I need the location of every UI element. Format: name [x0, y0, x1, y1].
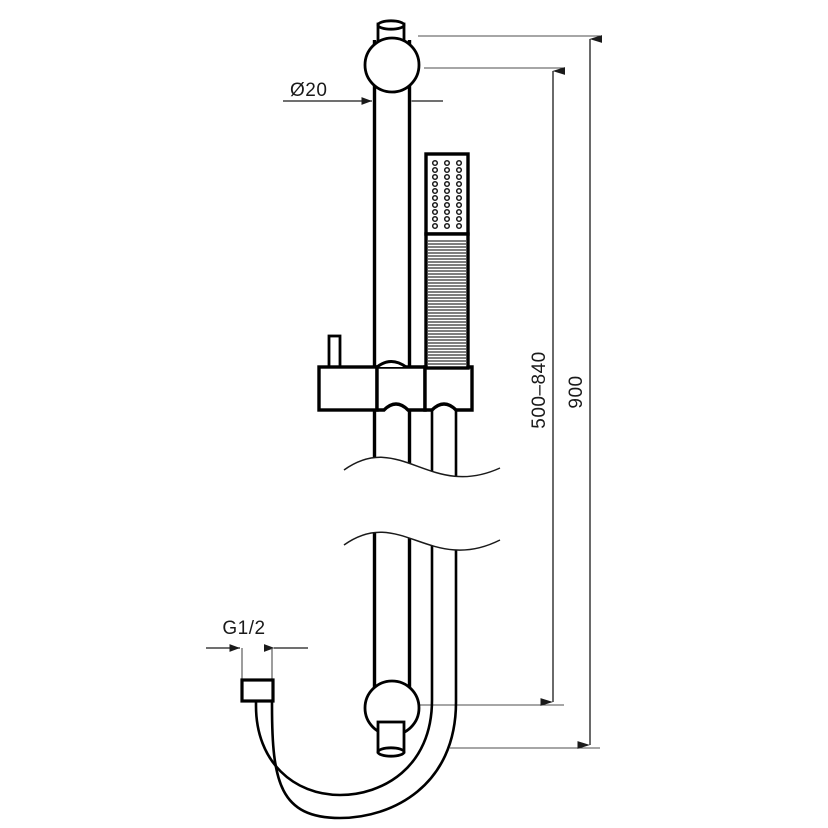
dim-label-overall-height: 900 [566, 375, 587, 408]
bottom-cap-rim [376, 746, 406, 758]
dim-label-hose-thread: G1/2 [222, 618, 265, 639]
top-ball-joint [363, 36, 421, 94]
spray-nozzles [431, 159, 463, 230]
hose [254, 393, 458, 820]
top-ball-bracket [363, 36, 421, 94]
slider-lever[interactable] [327, 334, 342, 370]
slider-block[interactable] [317, 334, 474, 412]
hose-connector-nut [240, 678, 275, 703]
top-cap-rim [376, 19, 406, 31]
dim-label-slider-range: 500–840 [529, 351, 550, 428]
grip-ribs [428, 240, 466, 365]
hose-outer-edge [270, 393, 458, 820]
slider-handset-holder[interactable] [423, 365, 474, 412]
vertical-dimension-lines [540, 35, 602, 749]
dim-group-rail-diameter: Ø20 [283, 80, 443, 105]
break-edge-lower [343, 531, 501, 551]
handset[interactable] [424, 152, 470, 370]
hose-inner-edge [254, 393, 434, 797]
bottom-cap [376, 720, 406, 758]
dim-label-rail-diameter: Ø20 [290, 80, 327, 101]
slider-collar-rail[interactable] [375, 365, 427, 412]
dimension-extension-lines [418, 35, 600, 749]
dim-group-hose-thread: G1/2 [206, 618, 308, 682]
hose-connector [240, 678, 275, 703]
slider-top-notch [376, 360, 407, 369]
break-edge-upper [343, 456, 501, 478]
slider-body-left[interactable] [317, 365, 379, 412]
